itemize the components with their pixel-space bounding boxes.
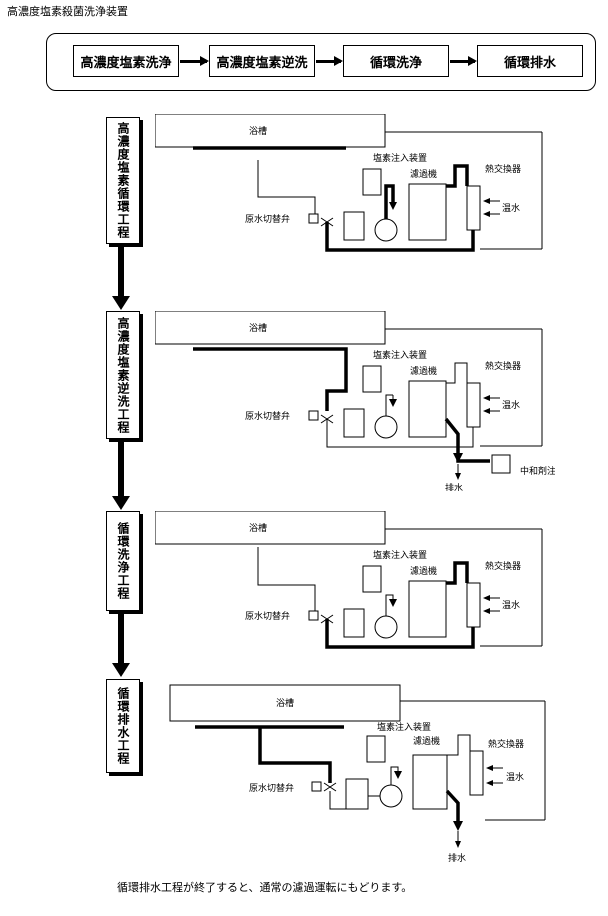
footer-note: 循環排水工程が終了すると、通常の濾過運転にもどります。: [117, 881, 413, 894]
process-box-chlorine-circulation: 高濃度塩素循環工程: [106, 117, 140, 244]
overview-flow-frame: [46, 33, 596, 91]
heat-exchanger-label: 熱交換器: [485, 560, 521, 572]
raw-water-valve-label: 原水切替弁: [249, 782, 294, 794]
bath-label: 浴槽: [249, 322, 267, 334]
overview-arrow-1: [180, 56, 209, 66]
filter-label: 濾過機: [410, 168, 437, 180]
heat-exchanger-label: 熱交換器: [485, 163, 521, 175]
process-label: 循環排水工程: [116, 687, 130, 765]
chlorine-injector-label: 塩素注入装置: [373, 549, 427, 561]
bath-label: 浴槽: [276, 697, 294, 709]
heat-exchanger-label: 熱交換器: [488, 738, 524, 750]
raw-water-valve-label: 原水切替弁: [245, 213, 290, 225]
bath-label: 浴槽: [249, 522, 267, 534]
drain-label: 排水: [445, 482, 463, 491]
filter-label: 濾過機: [410, 365, 437, 377]
heat-exchanger-label: 熱交換器: [485, 360, 521, 372]
bath-label: 浴槽: [249, 125, 267, 137]
process-label: 高濃度塩素逆洗工程: [116, 316, 130, 434]
filter-label: 濾過機: [410, 565, 437, 577]
chlorine-injector-label: 塩素注入装置: [377, 721, 431, 733]
hot-water-label: 温水: [506, 771, 524, 783]
hot-water-label: 温水: [502, 599, 520, 611]
process-box-circulation-drain: 循環排水工程: [106, 679, 140, 773]
overview-step-circulation-drain: 循環排水: [477, 45, 583, 77]
chlorine-injector-label: 塩素注入装置: [373, 349, 427, 361]
overview-step-chlorine-wash: 高濃度塩素洗浄: [73, 45, 179, 77]
process-box-chlorine-backwash: 高濃度塩素逆洗工程: [106, 311, 140, 439]
neutralizer-injector-label: 中和剤注入装置: [520, 465, 555, 477]
process-label: 循環洗浄工程: [116, 522, 130, 600]
raw-water-valve-label: 原水切替弁: [245, 410, 290, 422]
process-arrow-2: [112, 442, 130, 510]
hot-water-label: 温水: [502, 202, 520, 214]
process-arrow-1: [112, 247, 130, 310]
overview-step-circulation-wash: 循環洗浄: [343, 45, 449, 77]
overview-step-chlorine-backwash: 高濃度塩素逆洗: [209, 45, 315, 77]
diagram-circulation-wash: 浴槽 塩素注入装置 濾過機 熱交換器 温水 原水切替弁: [155, 511, 543, 649]
diagram-chlorine-circulation: 浴槽 塩素注入装置 濾過機 熱交換器 温水 原水切替弁: [155, 114, 543, 252]
filter-label: 濾過機: [413, 735, 440, 747]
process-arrow-3: [112, 614, 130, 677]
document-title: 高濃度塩素殺菌洗浄装置: [7, 5, 128, 18]
process-box-circulation-wash: 循環洗浄工程: [106, 511, 140, 611]
hot-water-label: 温水: [502, 399, 520, 411]
chlorine-injector-label: 塩素注入装置: [373, 152, 427, 164]
overview-arrow-3: [450, 56, 477, 66]
diagram-chlorine-backwash: 浴槽 塩素注入装置 濾過機 熱交換器 温水 原水切替弁 中和剤注入装置 排水: [155, 311, 555, 491]
drain-label: 排水: [448, 852, 466, 864]
diagram-circulation-drain: 浴槽 塩素注入装置 濾過機 熱交換器 温水 原水切替弁 排水: [169, 684, 546, 864]
overview-arrow-2: [316, 56, 343, 66]
raw-water-valve-label: 原水切替弁: [245, 610, 290, 622]
process-label: 高濃度塩素循環工程: [116, 122, 130, 239]
